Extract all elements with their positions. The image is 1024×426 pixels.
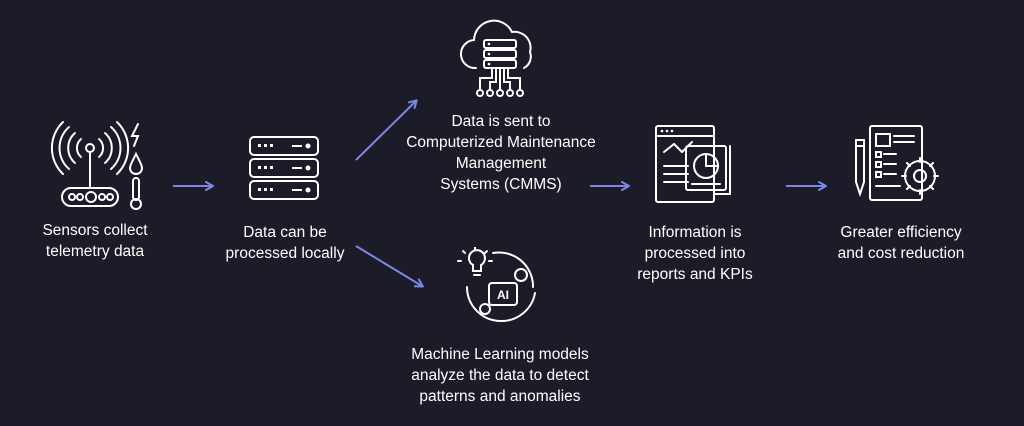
sensors-label: Sensors collect telemetry data bbox=[42, 222, 148, 260]
arrow-local-to-cmms bbox=[355, 99, 418, 161]
cmms-label: Data is sent to Computerized Maintenance… bbox=[406, 113, 596, 193]
efficiency-label: Greater efficiency and cost reduction bbox=[837, 224, 965, 262]
cloud-server-icon bbox=[459, 19, 532, 97]
svg-text:AI: AI bbox=[497, 288, 509, 302]
reports-label: Information is processed into reports an… bbox=[637, 224, 753, 283]
report-chart-icon bbox=[655, 125, 731, 203]
document-gear-icon bbox=[855, 125, 939, 201]
ml-label: Machine Learning models analyze the data… bbox=[411, 346, 589, 405]
arrow-local-to-ml bbox=[355, 245, 424, 288]
server-rack-icon bbox=[249, 136, 319, 200]
sensor-tower-icon bbox=[50, 121, 144, 210]
local-processing-label: Data can be processed locally bbox=[225, 224, 345, 262]
ai-brain-icon: AI bbox=[457, 247, 536, 323]
